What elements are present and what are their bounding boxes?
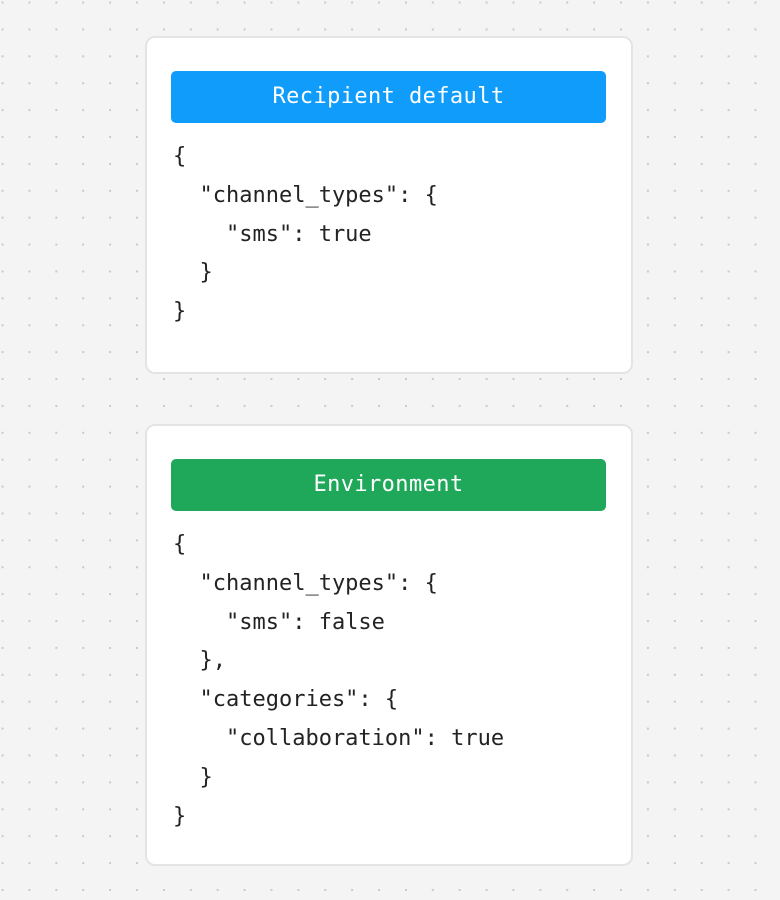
card-header-environment: Environment [171,459,606,511]
json-line: "channel_types": { [173,182,438,208]
card-header-label: Environment [313,472,464,497]
json-line: "channel_types": { [173,570,438,596]
json-block-recipient-default: { "channel_types": { "sms": true } } [173,138,611,332]
json-line: } [173,299,187,325]
json-line: "sms": false [173,609,385,635]
card-header-label: Recipient default [272,84,505,109]
card-header-recipient-default: Recipient default [171,71,606,123]
json-line: } [173,803,187,829]
json-line: }, [173,648,226,674]
card-recipient-default: Recipient default { "channel_types": { "… [145,36,633,374]
json-line: "sms": true [173,221,372,247]
json-line: "collaboration": true [173,725,505,751]
json-line: "categories": { [173,687,399,713]
json-line: { [173,144,187,169]
json-line: { [173,532,187,557]
json-line: } [173,260,213,286]
json-block-environment: { "channel_types": { "sms": false }, "ca… [173,526,611,836]
json-line: } [173,764,213,790]
card-environment: Environment { "channel_types": { "sms": … [145,424,633,866]
